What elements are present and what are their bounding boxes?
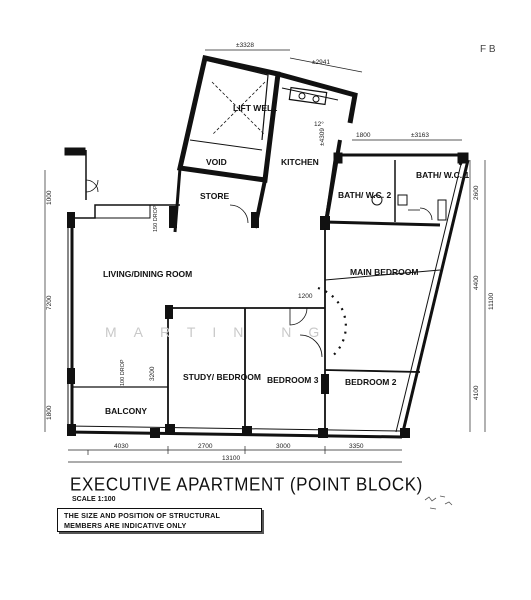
outer-walls: [64, 147, 470, 439]
room-label-kitchen: KITCHEN: [281, 157, 319, 167]
scale-label: SCALE 1:100: [72, 496, 116, 503]
angle-note: 12°: [314, 120, 324, 128]
corner-mark: F B: [480, 44, 496, 55]
room-label-lift: LIFT WELL: [233, 103, 277, 113]
dim-right-top-b: ±3163: [411, 132, 429, 139]
room-label-main-bedroom: MAIN BEDROOM: [350, 267, 418, 277]
dim-top-left: ±3328: [236, 42, 254, 49]
dim-left-2: 7200: [46, 295, 53, 310]
dim-arc: 1200: [298, 293, 313, 300]
interior-walls: [72, 179, 441, 432]
room-label-store: STORE: [200, 191, 229, 201]
lift-core-walls: [176, 55, 281, 183]
room-label-living: LIVING/DINING ROOM: [103, 269, 192, 279]
room-label-balcony: BALCONY: [105, 406, 147, 416]
dim-bottom-1: 4030: [114, 443, 129, 450]
dimension-lines: [44, 49, 486, 463]
room-label-bedroom2: BEDROOM 2: [345, 377, 397, 387]
dim-right-1: 2600: [473, 185, 480, 200]
columns: [67, 206, 410, 438]
dim-left-1: 1000: [46, 190, 53, 205]
dim-kitchen-side: ±4309: [319, 128, 326, 146]
room-label-bedroom3: BEDROOM 3: [267, 375, 319, 385]
drop-note-store: 150 DROP: [153, 205, 159, 232]
dim-bottom-3: 3000: [276, 443, 291, 450]
room-label-bath-wc1: BATH/ W.C. 1: [416, 170, 469, 180]
pencil-marks: [424, 495, 453, 510]
dim-right-top-a: 1800: [356, 132, 371, 139]
room-label-void: VOID: [206, 157, 227, 167]
dim-right-total: 11100: [488, 293, 495, 310]
room-label-bath-wc2: BATH/ W.C. 2: [338, 190, 391, 200]
dim-study-height: 3200: [149, 366, 156, 381]
dim-bottom-2: 2700: [198, 443, 213, 450]
dim-bottom-4: 3350: [349, 443, 364, 450]
dim-top-right: ±2941: [312, 59, 330, 66]
dim-left-3: 1800: [46, 405, 53, 420]
dim-right-2: 4400: [473, 275, 480, 290]
room-label-study: STUDY/ BEDROOM: [183, 372, 261, 382]
drop-note-balcony: 100 DROP: [120, 359, 126, 386]
plan-title: EXECUTIVE APARTMENT (POINT BLOCK): [70, 474, 423, 495]
structural-note: THE SIZE AND POSITION OF STRUCTURAL MEMB…: [57, 508, 262, 532]
dim-bottom-total: 13100: [222, 455, 240, 462]
watermark: MARTIN NG: [105, 324, 336, 340]
dim-right-3: 4100: [473, 385, 480, 400]
